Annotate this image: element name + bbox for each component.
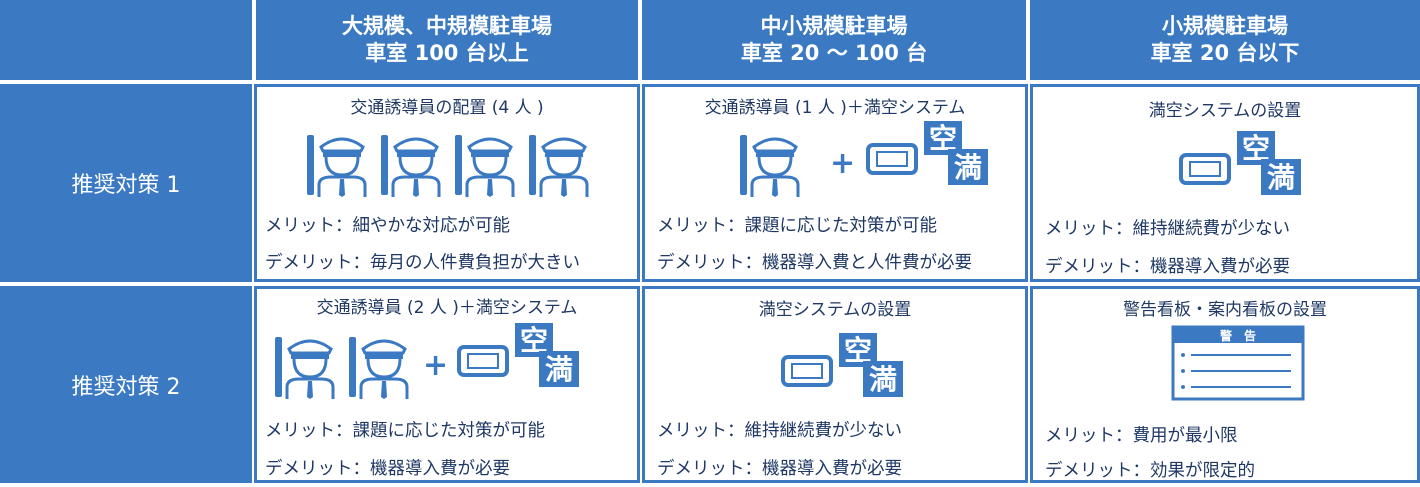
cell-demerit: デメリット：機器導入費が必要 <box>265 459 510 479</box>
header-subtitle: 車室 20 台以下 <box>1150 41 1300 65</box>
header-small-parking: 小規模駐車場 車室 20 台以下 <box>1030 0 1420 80</box>
cell-merit: メリット：課題に応じた対策が可能 <box>657 216 937 236</box>
header-corner <box>0 0 252 80</box>
guards-2-plus-vacancy-sign-icon: + 空 満 <box>275 323 579 399</box>
guard-figure <box>349 337 409 399</box>
svg-text:満: 満 <box>545 353 573 386</box>
guard-figure <box>381 135 441 197</box>
cell-r1-c3: 満空システムの設置 空 満 メリット：維持継続費が少ない デメリット：機器導入費… <box>1030 84 1420 282</box>
guard-figure <box>455 135 515 197</box>
guard-figure <box>275 337 335 399</box>
cell-merit: メリット：細やかな対応が可能 <box>265 216 510 236</box>
header-subtitle: 車室 20 〜 100 台 <box>740 41 928 65</box>
row-label-1: 推奨対策 1 <box>0 84 252 282</box>
cell-title: 交通誘導員の配置 (4 人 ) <box>350 98 544 118</box>
row-label-2: 推奨対策 2 <box>0 286 252 483</box>
cell-r2-c1: 交通誘導員 (2 人 )＋満空システム + 空 満 メリット：課題に応じた対策が… <box>254 286 640 483</box>
cell-title: 警告看板・案内看板の設置 <box>1123 300 1327 320</box>
header-title: 小規模駐車場 <box>1162 14 1288 38</box>
cell-title: 満空システムの設置 <box>758 300 912 320</box>
vacancy-full-sign: 空 満 <box>1179 131 1301 195</box>
svg-text:満: 満 <box>1267 161 1295 194</box>
row-label-text: 推奨対策 1 <box>71 173 181 198</box>
plus-icon: + <box>830 146 855 181</box>
header-title: 大規模、中規模駐車場 <box>342 14 552 38</box>
cell-demerit: デメリット：毎月の人件費負担が大きい <box>265 253 580 273</box>
board: 警 告 <box>1171 325 1305 401</box>
warning-board-icon: 警 告 <box>1171 325 1305 401</box>
cell-demerit: デメリット：効果が限定的 <box>1045 461 1255 481</box>
cell-merit: メリット：維持継続費が少ない <box>657 421 902 441</box>
cell-r2-c3: 警告看板・案内看板の設置 警 告 メリット：費用が最小限 デメリット：効果が限定… <box>1030 286 1420 483</box>
header-title: 中小規模駐車場 <box>760 14 908 38</box>
guard-figure <box>307 135 367 197</box>
plus-icon: + <box>423 348 448 383</box>
header-large-parking: 大規模、中規模駐車場 車室 100 台以上 <box>256 0 638 80</box>
cell-r2-c2: 満空システムの設置 空 満 メリット：維持継続費が少ない デメリット：機器導入費… <box>642 286 1028 483</box>
guard-figure <box>740 135 800 197</box>
vacancy-full-sign: 空 満 <box>781 333 903 397</box>
cell-title: 満空システムの設置 <box>1148 101 1302 121</box>
svg-text:満: 満 <box>954 151 982 184</box>
guard-figure <box>529 135 589 197</box>
cell-r1-c2: 交通誘導員 (1 人 )＋満空システム + 空 満 メリット：課題に応じた対策が… <box>642 84 1028 282</box>
cell-title: 交通誘導員 (1 人 )＋満空システム <box>704 98 966 118</box>
guards-4-icon <box>307 135 589 197</box>
cell-merit: メリット：維持継続費が少ない <box>1045 219 1290 239</box>
cell-merit: メリット：費用が最小限 <box>1045 426 1238 446</box>
row-label-text: 推奨対策 2 <box>71 374 181 400</box>
cell-demerit: デメリット：機器導入費が必要 <box>1045 257 1290 277</box>
guard-plus-vacancy-sign-icon: + 空 満 <box>740 121 988 197</box>
cell-r1-c1: 交通誘導員の配置 (4 人 ) メリット：細やかな対応が可能 デメリット：毎月の… <box>254 84 640 282</box>
svg-text:満: 満 <box>869 363 897 396</box>
cell-demerit: デメリット：機器導入費と人件費が必要 <box>657 253 972 273</box>
cell-merit: メリット：課題に応じた対策が可能 <box>265 421 545 441</box>
cell-demerit: デメリット：機器導入費が必要 <box>657 459 902 479</box>
vacancy-sign-icon: 空 満 <box>1179 131 1301 195</box>
vacancy-full-sign: 空 満 <box>457 323 579 387</box>
svg-text:警 告: 警 告 <box>1219 328 1256 343</box>
header-medium-parking: 中小規模駐車場 車室 20 〜 100 台 <box>642 0 1026 80</box>
cell-title: 交通誘導員 (2 人 )＋満空システム <box>316 298 578 318</box>
vacancy-full-sign: 空 満 <box>866 121 988 185</box>
vacancy-sign-icon: 空 満 <box>781 333 903 397</box>
header-subtitle: 車室 100 台以上 <box>365 41 529 65</box>
